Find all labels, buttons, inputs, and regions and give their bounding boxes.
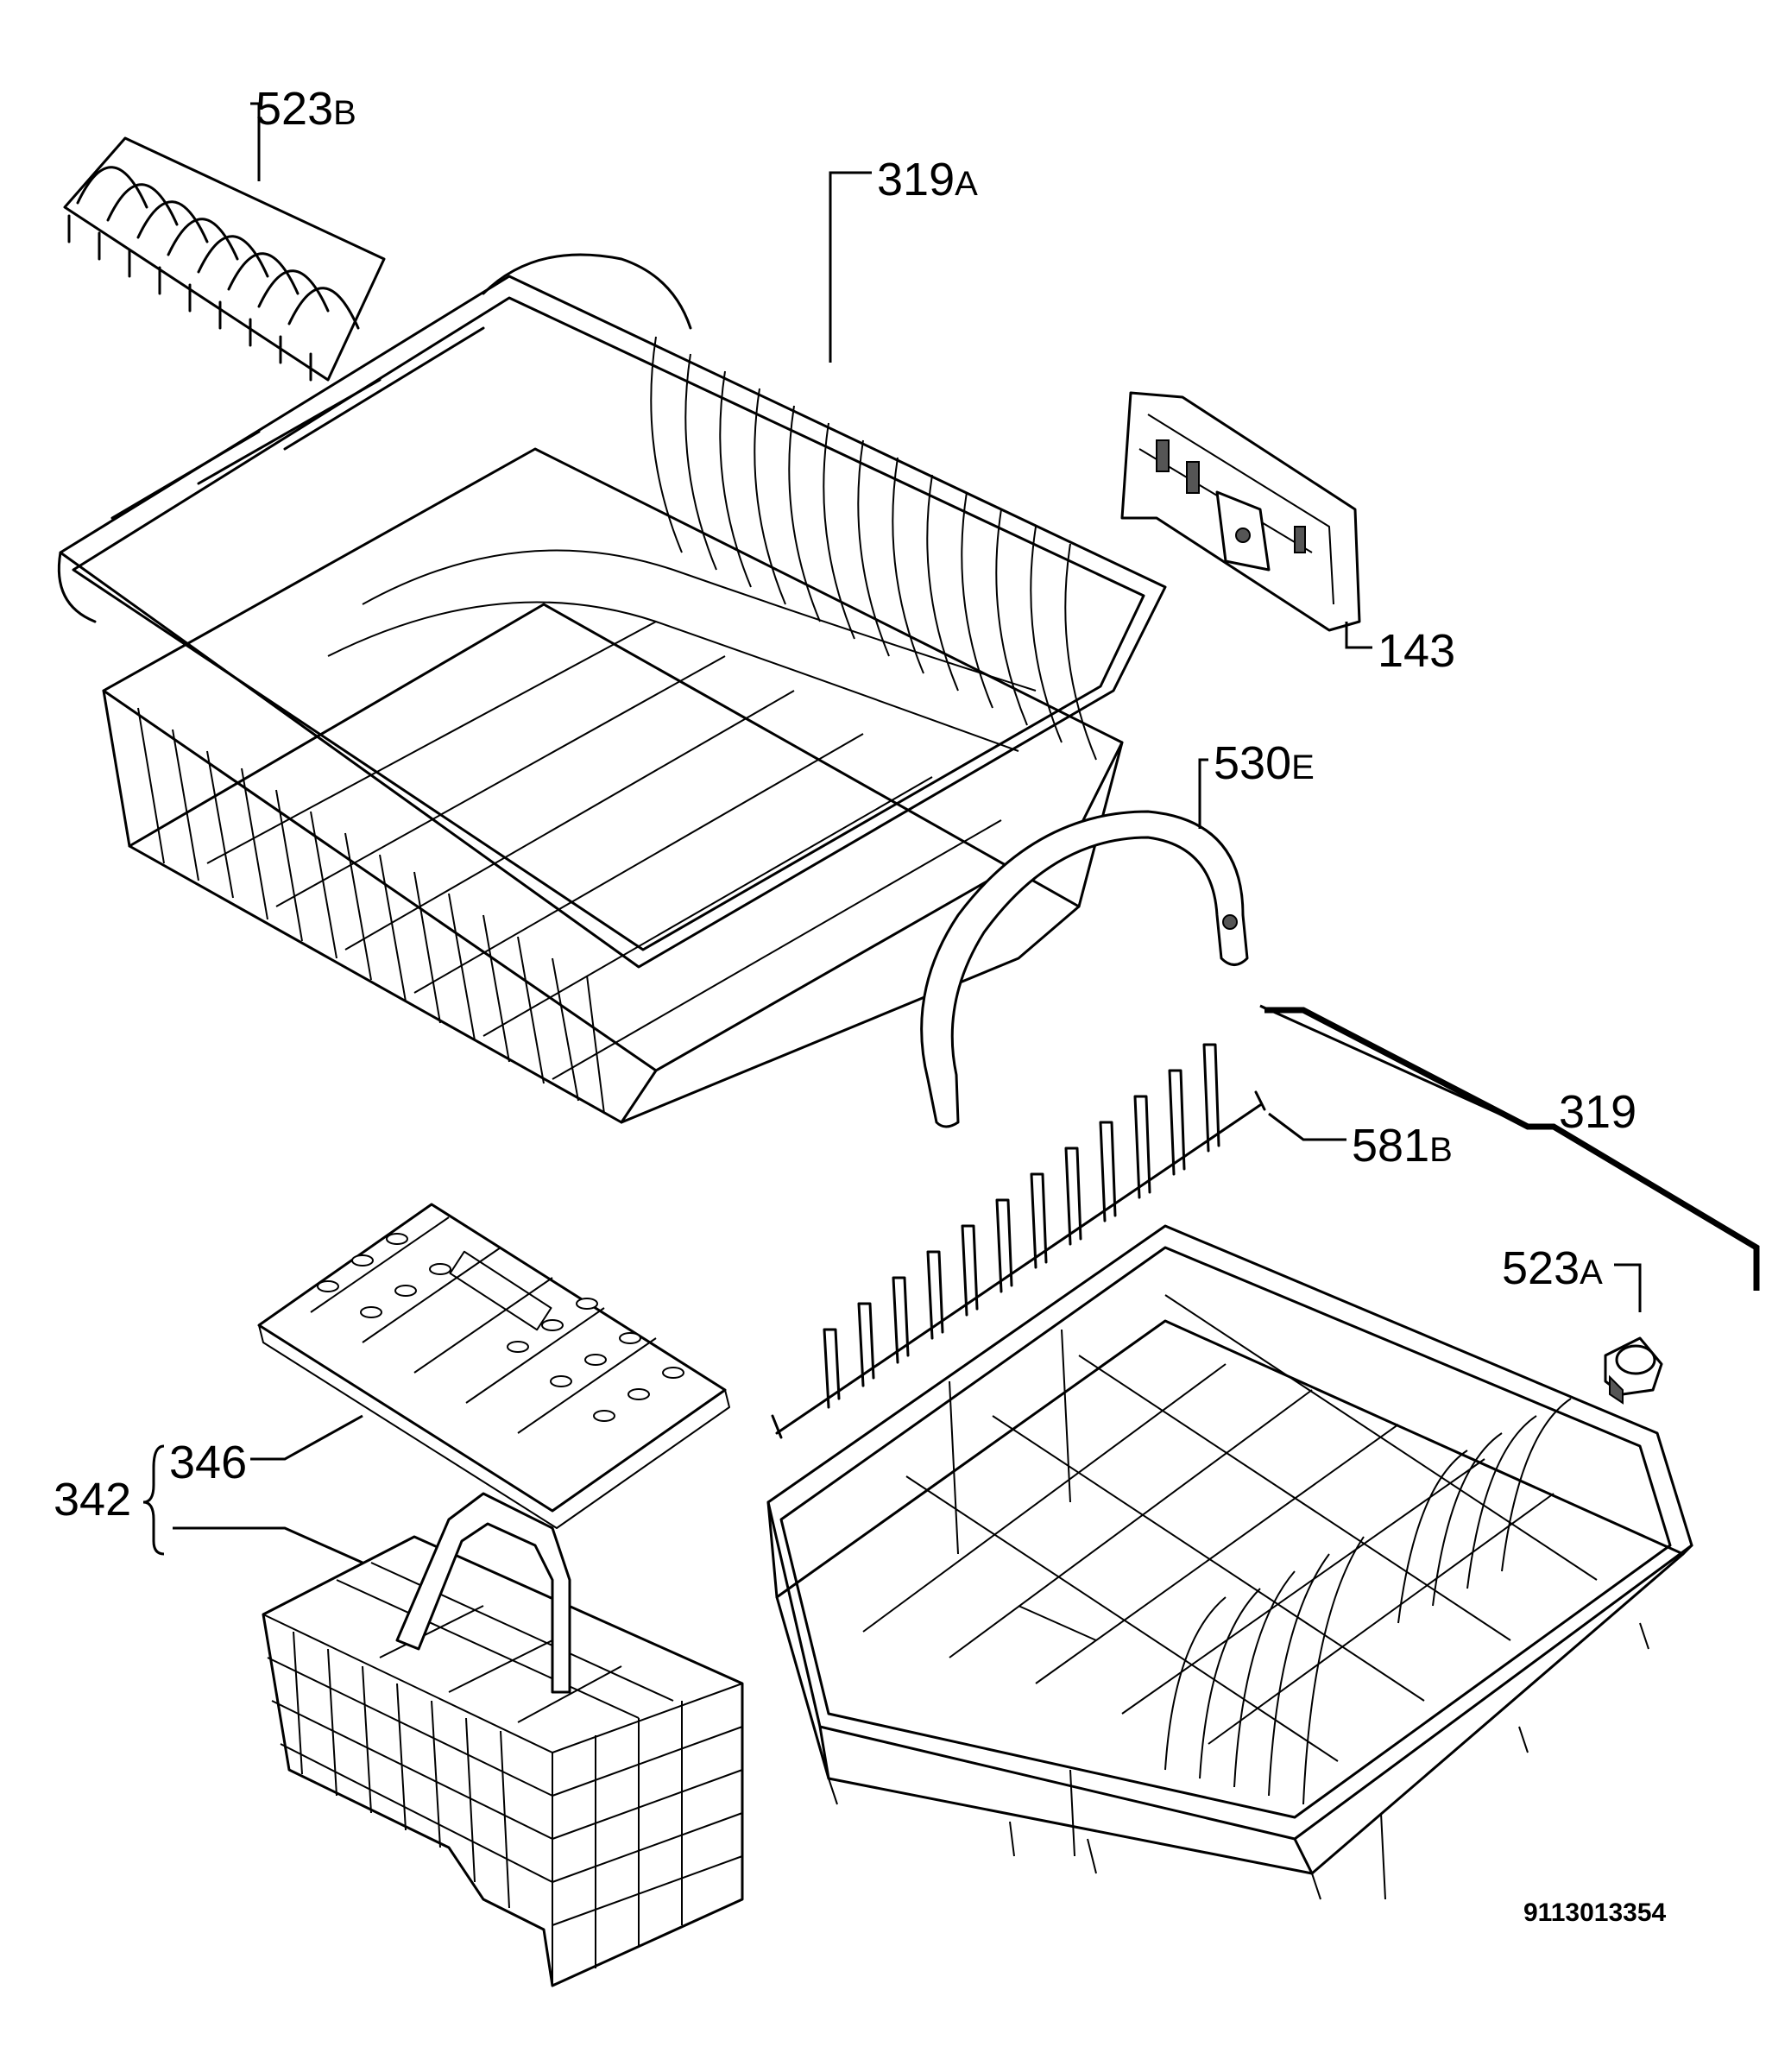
part-143-rail-bracket-drawing[interactable] <box>1120 391 1361 632</box>
part-530e-curved-handle-drawing[interactable] <box>920 810 1249 1128</box>
label-319a: 319A <box>877 154 978 205</box>
leader-lines <box>142 102 1760 1564</box>
label-523a: 523A <box>1502 1242 1603 1294</box>
leader-143 <box>1345 622 1372 649</box>
drawing-code: 9113013354 <box>1523 1898 1667 1927</box>
leader-319a <box>829 171 872 363</box>
part-342-cutlery-basket-drawing[interactable] <box>262 1492 744 1987</box>
part-523b-clip-strip-drawing[interactable] <box>63 136 386 382</box>
part-319-lower-basket-drawing[interactable] <box>766 1224 1693 1900</box>
part-319a-upper-basket-drawing[interactable] <box>57 253 1167 1124</box>
part-523a-wheel-drawing[interactable] <box>1604 1336 1663 1405</box>
part-346-basket-lid-drawing[interactable] <box>257 1203 730 1529</box>
label-581b: 581B <box>1352 1120 1453 1172</box>
part-581b-tine-rack-drawing[interactable] <box>771 1043 1266 1439</box>
leader-530e <box>1198 758 1208 829</box>
leader-319-bracket <box>1264 1007 1760 1291</box>
label-346: 346 <box>169 1437 247 1488</box>
label-143: 143 <box>1378 625 1455 677</box>
label-523b: 523B <box>255 83 356 135</box>
leader-523b <box>250 102 261 181</box>
leader-581b <box>1268 1112 1346 1141</box>
leader-342 <box>173 1526 363 1564</box>
leader-523a <box>1614 1263 1642 1312</box>
brace-342 <box>142 1444 165 1556</box>
label-342: 342 <box>54 1474 131 1526</box>
leader-346 <box>250 1414 363 1461</box>
label-530e: 530E <box>1214 737 1315 789</box>
label-319: 319 <box>1559 1086 1636 1138</box>
